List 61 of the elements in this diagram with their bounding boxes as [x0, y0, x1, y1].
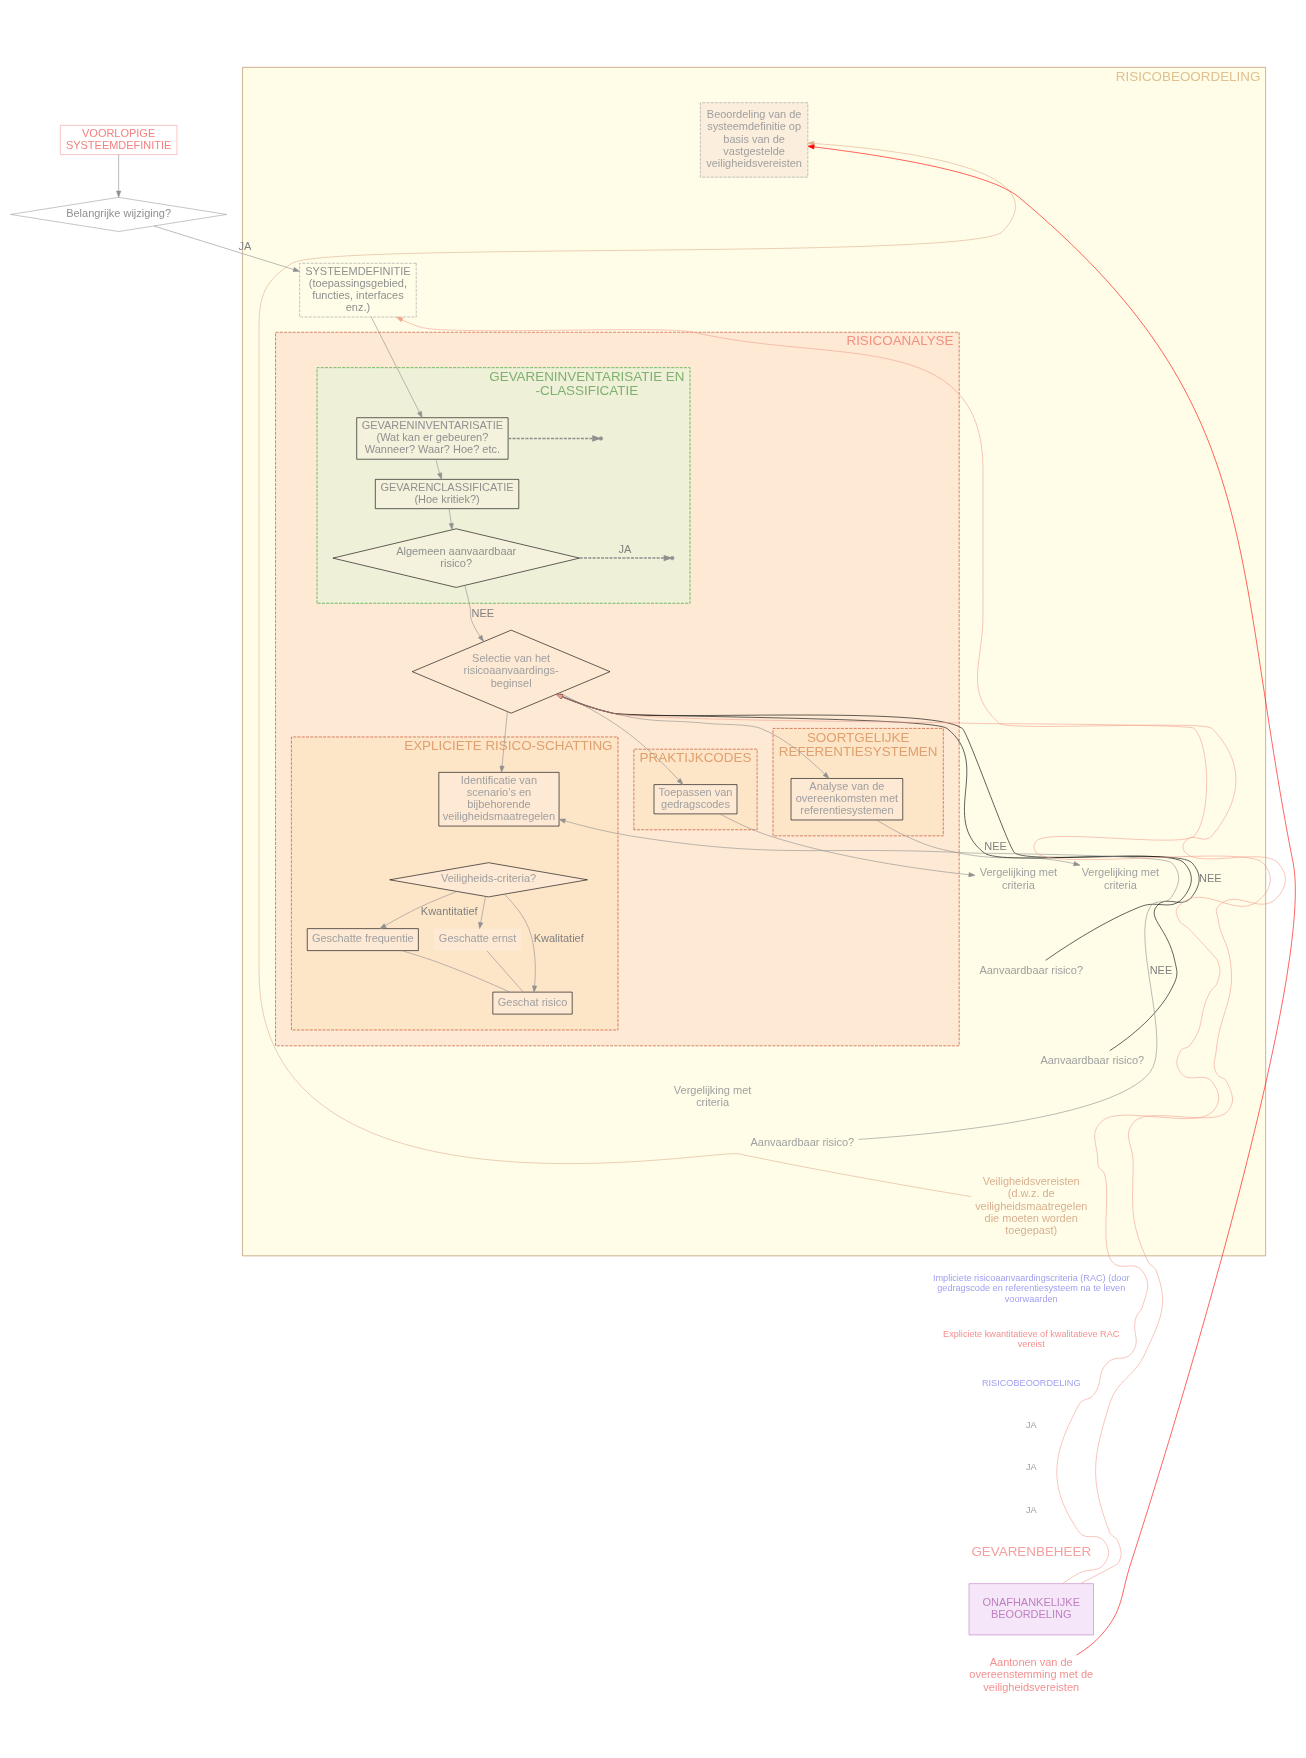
label: Expliciete kwantitatieve of kwalitatieve RAC vereist — [943, 1328, 1120, 1349]
node-box: Analyse van de overeenkomsten met referentiesystemen — [790, 777, 904, 820]
arrow — [504, 893, 538, 992]
label: JA — [1025, 1419, 1037, 1430]
edge-label: NEE — [1149, 963, 1173, 976]
node-text: Aantonen van de overeenstemming met de veiligheidsvereisten — [969, 1655, 1094, 1693]
node-diamond: Belangrijke wijziging? — [10, 196, 227, 232]
node-text: Vergelijking met criteria — [673, 1083, 752, 1108]
edge-label: Kwantitatief — [420, 904, 478, 917]
connector — [486, 950, 524, 992]
edge-label: Kwalitatief — [533, 931, 584, 944]
arrow — [719, 813, 976, 877]
connector — [401, 949, 511, 992]
label: JA — [1025, 1461, 1037, 1472]
node-text: Aanvaardbaar risico? — [750, 1135, 855, 1148]
node-box: GEVARENINVENTARISATIE (Wat kan er gebeuren? Wanneer? Waar? Hoe? etc. — [356, 416, 509, 460]
arrow — [578, 554, 673, 561]
arrow — [507, 434, 602, 442]
edge-label: NEE — [471, 606, 495, 619]
arrow — [396, 316, 1286, 1584]
node-box: VOORLOPIGE SYSTEEMDEFINITIE — [60, 124, 178, 155]
arrow — [379, 890, 458, 929]
node-box: GEVARENCLASSIFICATIE (Hoe kritiek?) — [375, 478, 520, 509]
node-box: Identificatie van scenario’s en bijbehorende veiligheidsmaatregelen — [438, 771, 560, 826]
node-diamond: Veiligheids-criteria? — [389, 861, 588, 897]
edge-label: JA — [618, 542, 632, 555]
node-box: Beoordeling van de systeemdefinitie op basis van de vastgestelde veiligheidsvereisten — [700, 101, 809, 177]
label: JA — [1025, 1504, 1037, 1515]
node-text: Aanvaardbaar risico? — [1040, 1053, 1145, 1066]
arrow — [559, 692, 684, 785]
arrow — [153, 225, 300, 272]
label: GEVARENBEHEER — [971, 1543, 1092, 1559]
arrow — [499, 710, 508, 773]
node-text: Aanvaardbaar risico? — [979, 963, 1084, 976]
node-text: Veiligheidsvereisten (d.w.z. de veiligheidsmaatregelen die moeten worden toegepast) — [975, 1174, 1088, 1236]
node-text: Vergelijking met criteria — [1081, 865, 1160, 891]
arrow — [807, 143, 1296, 1655]
node-text: Vergelijking met criteria — [979, 865, 1058, 891]
label: Impliciete risicoaanvaardingscriteria (RAC) (door gedragscode en referentiesysteem na te leven voorwaarden — [932, 1272, 1130, 1304]
arrow — [370, 316, 423, 418]
arrow — [555, 693, 1200, 1051]
node-box: Toepassen van gedragscodes — [653, 783, 738, 814]
arrow — [258, 140, 1016, 1197]
arrow — [435, 458, 442, 479]
node-box: ONAFHANKELIJKE BEOORDELING — [968, 1582, 1094, 1635]
node-box: Geschatte ernst — [433, 928, 522, 951]
arrow — [448, 507, 454, 530]
arrow — [556, 693, 830, 779]
node-diamond: Algemeen aanvaardbaar risico? — [332, 528, 580, 588]
label: RISICOBEOORDELING — [981, 1377, 1081, 1388]
node-diamond: Selectie van het risicoaanvaardings-beginsel — [411, 629, 611, 713]
node-box: SYSTEEMDEFINITIE (toepassingsgebied, functies, interfaces enz.) — [299, 262, 417, 317]
node-box: Geschatte frequentie — [306, 927, 419, 951]
arrow — [478, 895, 486, 929]
edge-label: NEE — [1199, 871, 1222, 884]
edge-label: NEE — [984, 839, 1007, 852]
node-box: Geschat risico — [492, 991, 573, 1014]
arrow — [555, 693, 1271, 1584]
arrow — [116, 153, 122, 197]
arrow — [555, 693, 1192, 961]
arrow — [464, 584, 484, 642]
